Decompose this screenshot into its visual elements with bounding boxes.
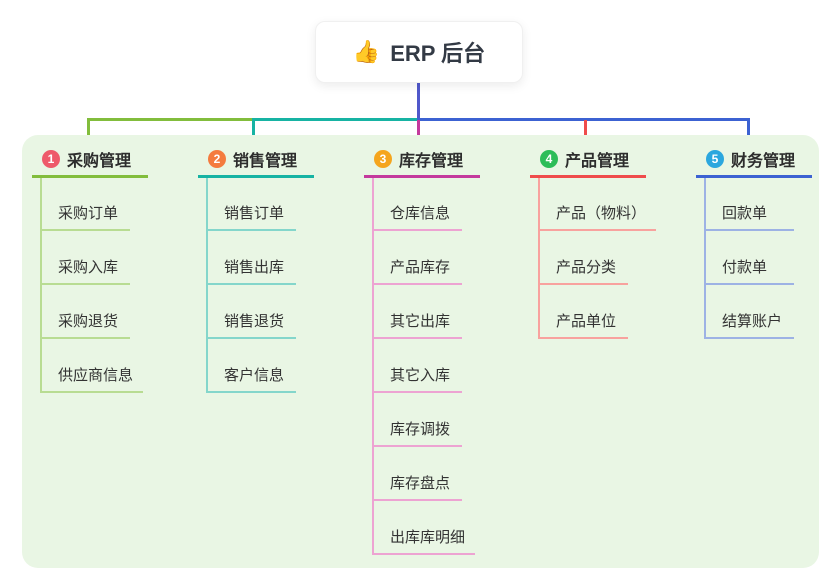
node-other-outbound[interactable]: 其它出库 bbox=[374, 285, 462, 339]
drop-line-purchase bbox=[87, 120, 90, 148]
branch-inventory: 3 库存管理 仓库信息 产品库存 其它出库 其它入库 库存调拨 库存盘点 出库库… bbox=[364, 147, 480, 555]
node-sales-outbound[interactable]: 销售出库 bbox=[208, 231, 296, 285]
number-badge: 2 bbox=[208, 150, 226, 168]
number-badge: 4 bbox=[540, 150, 558, 168]
branch-product: 4 产品管理 产品（物料） 产品分类 产品单位 bbox=[530, 147, 657, 339]
branch-children: 产品（物料） 产品分类 产品单位 bbox=[538, 178, 657, 339]
drop-line-inventory bbox=[417, 120, 420, 148]
branch-children: 采购订单 采购入库 采购退货 供应商信息 bbox=[40, 178, 148, 393]
branch-sales: 2 销售管理 销售订单 销售出库 销售退货 客户信息 bbox=[198, 147, 314, 393]
drop-line-finance bbox=[747, 120, 750, 148]
node-outbound-detail[interactable]: 出库库明细 bbox=[374, 501, 476, 555]
node-product-category[interactable]: 产品分类 bbox=[540, 231, 628, 285]
thumbs-up-icon: 👍 bbox=[352, 39, 381, 64]
root-connector-line bbox=[417, 83, 420, 121]
node-product-material[interactable]: 产品（物料） bbox=[540, 178, 657, 231]
node-receipt-slip[interactable]: 回款单 bbox=[706, 178, 794, 231]
node-payment-slip[interactable]: 付款单 bbox=[706, 231, 794, 285]
branch-children: 仓库信息 产品库存 其它出库 其它入库 库存调拨 库存盘点 出库库明细 bbox=[372, 178, 480, 555]
node-sales-return[interactable]: 销售退货 bbox=[208, 285, 296, 339]
node-other-inbound[interactable]: 其它入库 bbox=[374, 339, 462, 393]
node-product-stock[interactable]: 产品库存 bbox=[374, 231, 462, 285]
bus-segment-purchase bbox=[87, 118, 254, 121]
node-purchase-return[interactable]: 采购退货 bbox=[42, 285, 130, 339]
branch-title: 采购管理 bbox=[67, 153, 132, 170]
number-badge: 1 bbox=[42, 150, 60, 168]
branch-title: 销售管理 bbox=[233, 153, 298, 170]
node-stock-transfer[interactable]: 库存调拨 bbox=[374, 393, 462, 447]
root-node[interactable]: 👍 ERP 后台 bbox=[315, 21, 523, 83]
node-warehouse-info[interactable]: 仓库信息 bbox=[374, 178, 462, 231]
node-product-unit[interactable]: 产品单位 bbox=[540, 285, 628, 339]
drop-line-product bbox=[584, 120, 587, 148]
branch-header-inventory[interactable]: 3 库存管理 bbox=[364, 147, 480, 178]
branch-header-sales[interactable]: 2 销售管理 bbox=[198, 147, 314, 178]
branches-panel bbox=[22, 135, 819, 568]
node-sales-order[interactable]: 销售订单 bbox=[208, 178, 296, 231]
node-settlement-account[interactable]: 结算账户 bbox=[706, 285, 794, 339]
drop-line-sales bbox=[252, 120, 255, 148]
node-purchase-inbound[interactable]: 采购入库 bbox=[42, 231, 130, 285]
branch-title: 财务管理 bbox=[731, 153, 796, 170]
bus-segment-sales bbox=[252, 118, 418, 121]
branch-children: 回款单 付款单 结算账户 bbox=[704, 178, 812, 339]
branch-header-product[interactable]: 4 产品管理 bbox=[530, 147, 646, 178]
branch-title: 库存管理 bbox=[399, 153, 464, 170]
branch-title: 产品管理 bbox=[565, 153, 630, 170]
branch-header-purchase[interactable]: 1 采购管理 bbox=[32, 147, 148, 178]
number-badge: 5 bbox=[706, 150, 724, 168]
node-purchase-order[interactable]: 采购订单 bbox=[42, 178, 130, 231]
number-badge: 3 bbox=[374, 150, 392, 168]
node-supplier-info[interactable]: 供应商信息 bbox=[42, 339, 144, 393]
bus-segment-finance bbox=[417, 118, 750, 121]
node-stock-count[interactable]: 库存盘点 bbox=[374, 447, 462, 501]
branch-header-finance[interactable]: 5 财务管理 bbox=[696, 147, 812, 178]
root-title: ERP 后台 bbox=[390, 41, 486, 66]
branch-purchase: 1 采购管理 采购订单 采购入库 采购退货 供应商信息 bbox=[32, 147, 148, 393]
branch-children: 销售订单 销售出库 销售退货 客户信息 bbox=[206, 178, 314, 393]
branch-finance: 5 财务管理 回款单 付款单 结算账户 bbox=[696, 147, 812, 339]
node-customer-info[interactable]: 客户信息 bbox=[208, 339, 296, 393]
